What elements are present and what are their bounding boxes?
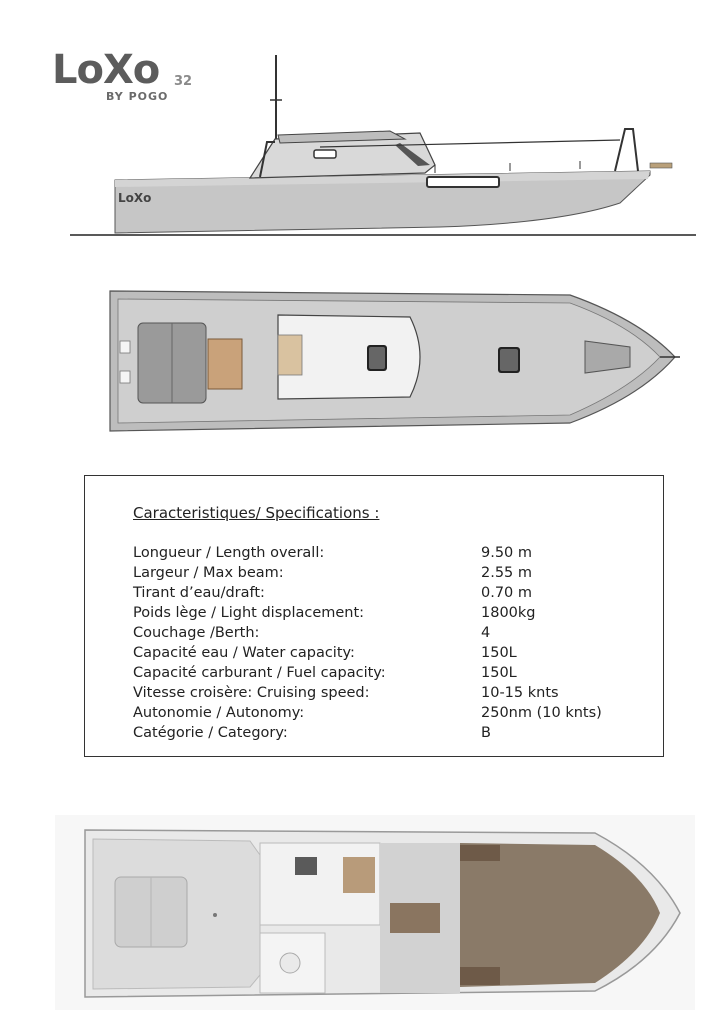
spec-row: Couchage /Berth: 4	[133, 623, 633, 643]
spec-value: 4	[481, 625, 491, 641]
logo-wordmark: LoXo	[52, 47, 160, 93]
spec-row: Poids lège / Light displacement: 1800kg	[133, 603, 633, 623]
specifications-box: Caracteristiques/ Specifications : Longu…	[84, 475, 664, 757]
spec-row: Capacité carburant / Fuel capacity: 150L	[133, 663, 633, 683]
spec-label: Largeur / Max beam:	[133, 565, 284, 581]
spec-label: Vitesse croisère: Cruising speed:	[133, 685, 370, 701]
spec-row: Catégorie / Category: B	[133, 723, 633, 743]
spec-value: 2.55 m	[481, 565, 533, 581]
spec-value: 1800kg	[481, 605, 536, 621]
brand-logo: LoXo 32 BY POGO	[50, 50, 200, 106]
spec-row: Largeur / Max beam: 2.55 m	[133, 563, 633, 583]
spec-label: Capacité eau / Water capacity:	[133, 645, 355, 661]
spec-row: Tirant d’eau/draft: 0.70 m	[133, 583, 633, 603]
spec-row: Capacité eau / Water capacity: 150L	[133, 643, 633, 663]
boat-deck-plan	[109, 290, 680, 432]
hull-badge: LoXo	[118, 191, 151, 205]
spec-value: 10-15 knts	[481, 685, 559, 701]
specifications-title: Caracteristiques/ Specifications :	[133, 504, 380, 522]
specifications-list: Longueur / Length overall: 9.50 m Largeu…	[133, 543, 633, 743]
spec-label: Couchage /Berth:	[133, 625, 260, 641]
spec-label: Poids lège / Light displacement:	[133, 605, 365, 621]
spec-label: Longueur / Length overall:	[133, 545, 325, 561]
boat-interior-layout	[55, 815, 695, 1010]
logo-model-number: 32	[174, 74, 193, 89]
spec-label: Capacité carburant / Fuel capacity:	[133, 665, 386, 681]
spec-value: 150L	[481, 645, 517, 661]
spec-value: 250nm (10 knts)	[481, 705, 602, 721]
spec-value: 9.50 m	[481, 545, 533, 561]
spec-row: Longueur / Length overall: 9.50 m	[133, 543, 633, 563]
spec-label: Autonomie / Autonomy:	[133, 705, 305, 721]
spec-row: Autonomie / Autonomy: 250nm (10 knts)	[133, 703, 633, 723]
logo-byline: BY POGO	[106, 90, 169, 103]
spec-label: Tirant d’eau/draft:	[133, 585, 265, 601]
spec-value: 150L	[481, 665, 517, 681]
spec-label: Catégorie / Category:	[133, 725, 288, 741]
spec-value: B	[481, 725, 491, 741]
spec-row: Vitesse croisère: Cruising speed: 10-15 …	[133, 683, 633, 703]
spec-value: 0.70 m	[481, 585, 533, 601]
boat-side-profile: LoXo	[70, 55, 696, 236]
